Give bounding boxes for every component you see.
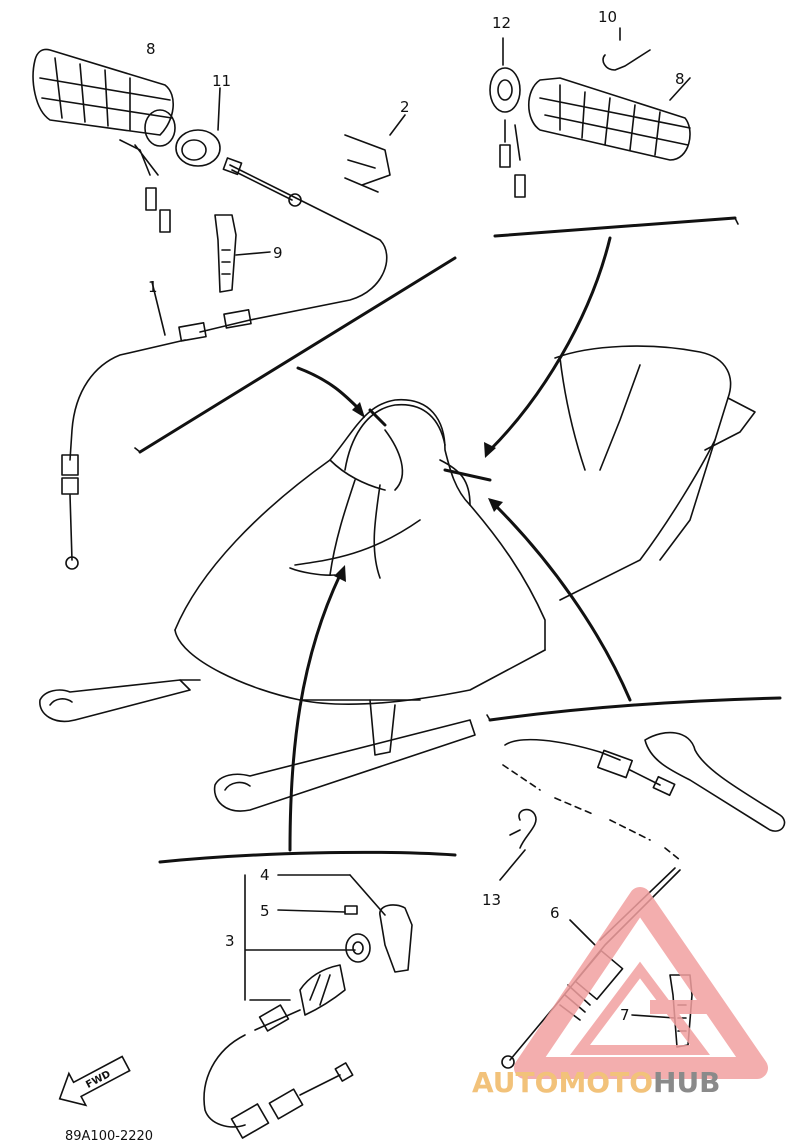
watermark-text-secondary: HUB bbox=[653, 1066, 721, 1099]
label-part-5: 5 bbox=[260, 902, 270, 920]
label-part-4: 4 bbox=[260, 866, 270, 884]
watermark-text: AUTOMOTOHUB bbox=[472, 1066, 721, 1099]
label-part-12: 12 bbox=[492, 14, 511, 32]
label-part-6: 6 bbox=[550, 904, 560, 922]
watermark-text-primary: AUTOMOTO bbox=[472, 1066, 653, 1099]
group-divider-bottom-right-end bbox=[486, 714, 491, 721]
group-divider-top-right-end bbox=[734, 217, 739, 225]
watermark-logo bbox=[514, 887, 768, 1079]
label-part-1: 1 bbox=[148, 278, 158, 296]
group-divider-top-left-end bbox=[134, 447, 141, 453]
top-left-parts bbox=[32, 48, 406, 570]
top-right-parts bbox=[489, 27, 691, 198]
group-divider-top-left bbox=[138, 256, 457, 454]
bottom-left-parts bbox=[203, 874, 413, 1139]
label-part-3: 3 bbox=[225, 932, 235, 950]
label-part-11: 11 bbox=[212, 72, 231, 90]
fwd-arrow-icon: FWD bbox=[58, 1055, 131, 1107]
group-divider-bottom-right bbox=[488, 696, 782, 722]
diagram-code: 89A100-2220 bbox=[65, 1129, 153, 1144]
part-labels: 1 2 3 4 5 6 7 8 8 9 10 11 12 13 bbox=[146, 8, 685, 1024]
routing-arrows bbox=[288, 236, 632, 852]
label-part-7: 7 bbox=[620, 1006, 630, 1024]
label-part-2: 2 bbox=[400, 98, 410, 116]
label-part-9: 9 bbox=[273, 244, 283, 262]
group-divider-bottom-left bbox=[158, 850, 457, 864]
snowmobile-illustration bbox=[39, 345, 756, 812]
group-divider-top-right bbox=[493, 216, 737, 238]
label-part-8-left: 8 bbox=[146, 40, 156, 58]
label-part-13: 13 bbox=[482, 891, 501, 909]
label-part-10: 10 bbox=[598, 8, 617, 26]
label-part-8-right: 8 bbox=[675, 70, 685, 88]
